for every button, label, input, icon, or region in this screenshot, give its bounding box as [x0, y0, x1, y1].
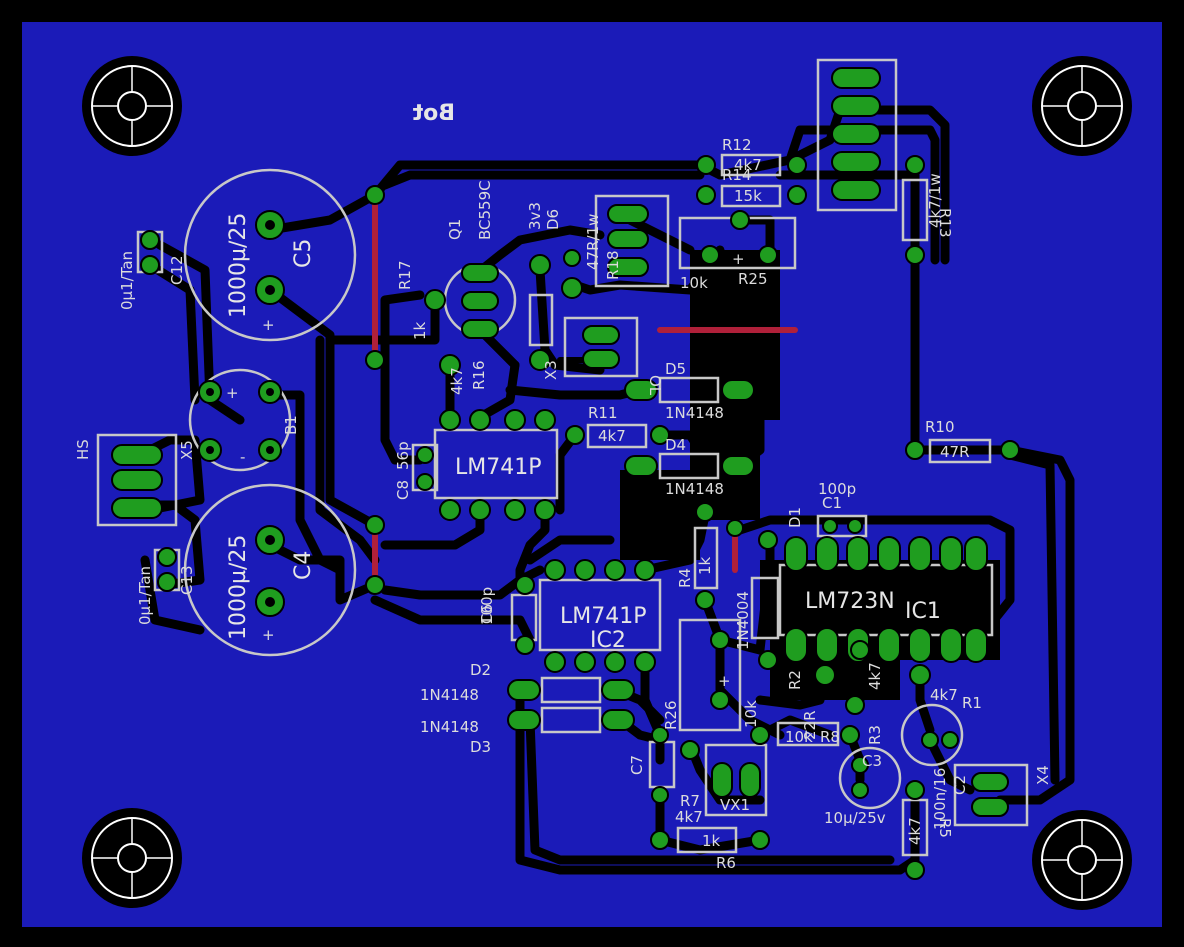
c5-plus-label: +: [262, 316, 275, 334]
r10-value-label: 47R: [940, 443, 970, 461]
ic1-type-label: LM723N: [805, 589, 895, 614]
vx1-name-label: VX1: [720, 796, 750, 814]
r6-name-label: R6: [716, 854, 736, 872]
ol-name-label: OL: [646, 375, 664, 396]
r14-name-label: R14: [722, 166, 752, 184]
c4-name-label: C4: [291, 551, 316, 580]
c6-value-label: 100p: [478, 587, 496, 625]
r1-name-label: R1: [962, 694, 982, 712]
c5-name-label: C5: [291, 239, 316, 268]
c5-value-label: 1000µ/25: [226, 213, 251, 318]
r16-name-label: R16: [470, 360, 488, 390]
x5-name-label: X5: [178, 440, 196, 460]
c8-value-label: 56p: [394, 441, 412, 470]
r13-value-label: 4k7/1w: [926, 173, 944, 228]
c7-name-label: C7: [628, 755, 646, 775]
r25-name-label: R25: [738, 270, 768, 288]
r4-name-label: R4: [676, 568, 694, 588]
r3-name-label: R3: [866, 725, 884, 745]
x4-name-label: X4: [1034, 765, 1052, 785]
ic-top-type-label: LM741P: [455, 455, 542, 480]
r10-name-label: R10: [925, 418, 955, 436]
r3-value-label: 4k7: [866, 662, 884, 690]
b1-minus-label: -: [240, 448, 245, 466]
r4-value-label: 1k: [696, 556, 714, 575]
component-pads: [111, 67, 1020, 880]
r11-value-label: 4k7: [598, 427, 626, 445]
d2-name-label: D2: [470, 661, 491, 679]
b1-name-label: B1: [282, 415, 300, 435]
d5-value-label: 1N4148: [665, 404, 724, 422]
c13-name-label: C13: [178, 565, 196, 595]
ground-pour-2: [760, 560, 1000, 700]
mounting-hole-tr: [1032, 56, 1132, 156]
r2-value-label: 22R: [801, 710, 819, 740]
c12-value-label: 0µ1/Tan: [118, 251, 136, 310]
copper-traces: [125, 105, 1075, 875]
ic1-name-label: IC1: [905, 599, 941, 624]
ic2-name-label: IC2: [590, 628, 626, 653]
r7-name-label: R7: [680, 792, 700, 810]
d1-name-label: D1: [786, 507, 804, 528]
c2-name-label: C2: [951, 775, 969, 795]
mounting-hole-br: [1032, 810, 1132, 910]
r8-name-label: R8: [820, 728, 840, 746]
c3-value-label: 10µ/25v: [824, 809, 886, 827]
ic2-type-label: LM741P: [560, 604, 647, 629]
r1-value-label: 4k7: [930, 686, 958, 704]
r18-value-label: 47R/1w: [584, 214, 602, 270]
c4-plus-label: +: [262, 626, 275, 644]
c1-name-label: C1: [822, 494, 842, 512]
r18-name-label: R18: [604, 250, 622, 280]
silkscreen-labels: Bot 1000µ/25 C5 1000µ/25 C4 0µ1/Tan C12 …: [74, 101, 1052, 872]
d1-value-label: 1N4004: [734, 591, 752, 650]
r12-value-label: 4k7: [734, 156, 762, 174]
r25-value-label: 10k: [680, 274, 708, 292]
d5-name-label: D5: [665, 360, 686, 378]
d6-name-label: D6: [544, 209, 562, 230]
r8-value-label: 10k: [785, 728, 813, 746]
r26-name-label: R26: [662, 700, 680, 730]
r2-name-label: R2: [786, 670, 804, 690]
r14-value-label: 15k: [734, 187, 762, 205]
d4-name-label: D4: [665, 436, 686, 454]
b1-plus-label: +: [226, 384, 239, 402]
c13-value-label: 0µ1/Tan: [136, 566, 154, 625]
r17-name-label: R17: [396, 260, 414, 290]
r13-name-label: R13: [936, 208, 954, 238]
r11-name-label: R11: [588, 404, 618, 422]
c12-name-label: C12: [168, 255, 186, 285]
q1-name-label: Q1: [446, 219, 464, 240]
c8-name-label: C8: [394, 480, 412, 500]
d3-value-label: 1N4148: [420, 718, 479, 736]
r5-value-label: 4k7: [906, 817, 924, 845]
r26-value-label: 10k: [742, 700, 760, 728]
layer-label: Bot: [412, 101, 455, 126]
r25-plus-label: +: [732, 250, 745, 268]
mounting-hole-bl: [82, 808, 182, 908]
r7-value-label: 4k7: [675, 808, 703, 826]
c6-name-label: C6: [478, 604, 496, 624]
r26-plus-label: +: [718, 672, 731, 690]
r16-value-label: 1k: [411, 321, 429, 340]
r5-name-label: R5: [936, 818, 954, 838]
c3-name-label: C3: [862, 752, 882, 770]
q1-value-label: BC559C: [476, 180, 494, 240]
x3-name-label: X3: [542, 360, 560, 380]
d4-value-label: 1N4148: [665, 480, 724, 498]
r6-value-label: 1k: [702, 832, 721, 850]
c4-value-label: 1000µ/25: [226, 535, 251, 640]
d6-value-label: 3v3: [526, 202, 544, 230]
c2-value-label: 100n/16: [931, 768, 949, 830]
silkscreen-outlines: [96, 58, 1029, 857]
mounting-hole-tl: [82, 56, 182, 156]
d3-name-label: D3: [470, 738, 491, 756]
d2-value-label: 1N4148: [420, 686, 479, 704]
r12-name-label: R12: [722, 136, 752, 154]
c1-value-label: 100p: [818, 480, 856, 498]
hs-name-label: HS: [74, 439, 92, 460]
r16-value2-label: 4k7: [448, 367, 466, 395]
